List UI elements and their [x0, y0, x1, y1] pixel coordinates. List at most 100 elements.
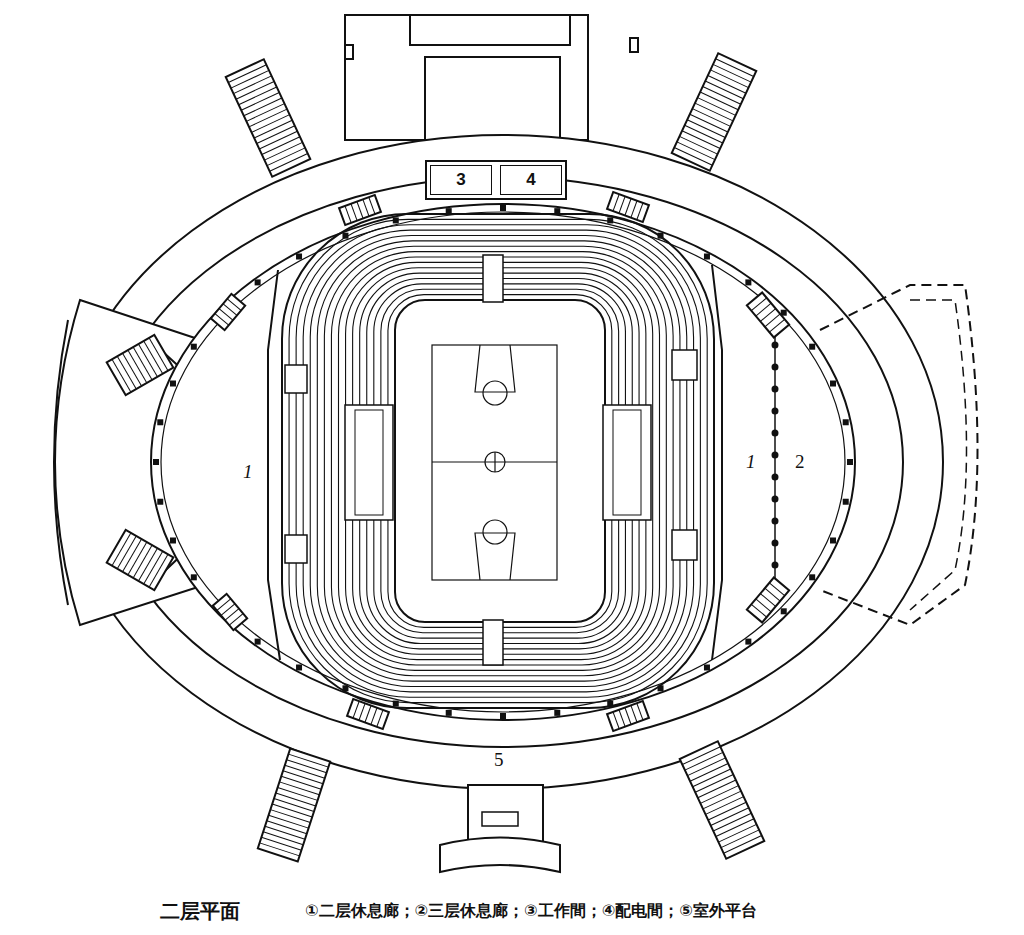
stair-step — [287, 760, 327, 773]
column — [830, 381, 836, 387]
column — [157, 419, 163, 425]
column — [500, 205, 506, 211]
stair — [747, 292, 789, 337]
stair-step — [261, 837, 301, 850]
free-throw-circle — [483, 520, 507, 544]
stair-outline — [107, 530, 174, 590]
stair-step — [769, 319, 784, 332]
column — [773, 453, 778, 458]
stair-step — [613, 712, 619, 729]
stair-step — [263, 832, 303, 845]
seat-row — [310, 236, 687, 687]
stair-step — [285, 765, 325, 778]
column — [446, 710, 452, 716]
seat-row — [381, 289, 619, 633]
aisle — [285, 365, 307, 393]
stair-outline — [211, 294, 245, 330]
stair-outline — [607, 192, 649, 222]
stair — [680, 741, 765, 858]
seat-row — [367, 279, 633, 644]
stair — [347, 699, 389, 729]
legend-text: ①二层休息廊；②三层休息廊；③工作間；④配电間；⑤室外平台 — [305, 903, 757, 919]
stair-step — [279, 782, 319, 795]
stair-outline — [339, 195, 381, 225]
aisle — [285, 535, 307, 563]
column — [191, 574, 197, 580]
right-annex-inner — [910, 300, 967, 610]
column — [191, 344, 197, 350]
stair-step — [724, 835, 762, 853]
key-area — [475, 533, 515, 580]
stair-step — [353, 701, 359, 718]
seat-row — [324, 246, 673, 676]
column — [773, 563, 778, 568]
free-throw-circle — [483, 381, 507, 405]
aisle — [483, 620, 503, 665]
seat-row — [331, 252, 666, 671]
seat-row — [360, 273, 639, 649]
stair-step — [625, 199, 631, 216]
stair-step — [377, 710, 383, 727]
stair-step — [631, 705, 637, 722]
stair-step — [149, 554, 168, 587]
wall-post — [345, 45, 353, 59]
stair-step — [229, 614, 243, 626]
column — [773, 365, 778, 370]
stair-step — [267, 821, 307, 834]
area-number: 5 — [494, 750, 504, 769]
column — [153, 459, 159, 465]
stair-step — [357, 202, 363, 219]
column — [704, 254, 710, 260]
stair — [211, 294, 245, 330]
column — [296, 664, 302, 670]
seat-row — [303, 230, 693, 692]
platform-outer-edge — [63, 135, 943, 789]
wall-post — [630, 38, 638, 52]
column — [809, 574, 815, 580]
seat-row — [353, 268, 646, 655]
column — [773, 431, 778, 436]
stair-step — [270, 153, 308, 171]
entrance-block — [345, 15, 588, 140]
stair-step — [631, 201, 637, 218]
entrance-door — [482, 812, 518, 826]
stair-step — [269, 815, 309, 828]
aisle — [672, 530, 697, 560]
room-number: 3 — [456, 170, 465, 190]
stair-step — [751, 604, 766, 617]
stair-step — [281, 776, 321, 789]
stair-outline — [213, 594, 247, 630]
stair — [107, 335, 174, 395]
column — [843, 499, 849, 505]
seat-row — [317, 241, 680, 681]
stair-outline — [347, 699, 389, 729]
column — [745, 279, 751, 285]
column — [170, 381, 176, 387]
column — [170, 537, 176, 543]
stair-step — [619, 196, 625, 213]
stair-step — [215, 314, 229, 326]
seat-row — [346, 262, 653, 659]
stair-outline — [258, 749, 330, 862]
hall-partition — [774, 335, 776, 590]
column — [500, 713, 506, 719]
stair-step — [278, 787, 318, 800]
seating-wall — [268, 270, 280, 660]
column — [773, 541, 778, 546]
platform-inner-edge — [103, 177, 903, 747]
stair-outline — [607, 701, 649, 731]
court-boundary — [432, 345, 557, 580]
stair — [226, 59, 311, 176]
stair-step — [371, 708, 377, 725]
stair-step — [288, 754, 328, 767]
stair — [747, 577, 789, 622]
stair-step — [637, 703, 643, 720]
room-box: 4 — [500, 165, 562, 195]
seat-row — [339, 257, 660, 665]
stair — [672, 53, 757, 170]
key-area — [475, 345, 515, 392]
seat-row — [374, 284, 626, 638]
stair — [607, 192, 649, 222]
center-circle — [485, 452, 505, 472]
